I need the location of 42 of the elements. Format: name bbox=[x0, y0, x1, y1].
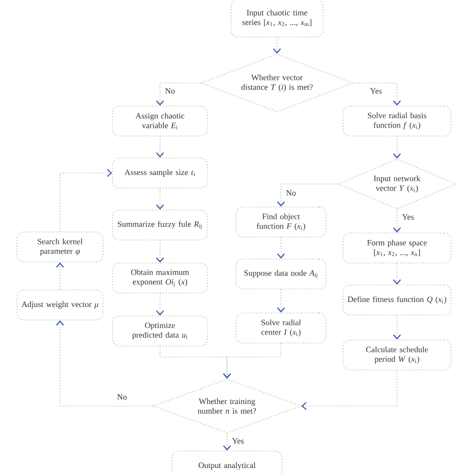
arrow bbox=[393, 315, 401, 340]
arrow bbox=[156, 240, 164, 263]
edge-label: Yes bbox=[369, 87, 383, 95]
process-box: Define fitness function Q (x$_{i}$) bbox=[342, 284, 452, 316]
process-box: Summarize fuzzy fule R$_{ij}$ bbox=[112, 210, 208, 240]
process-box: Output analytical bbox=[172, 450, 282, 474]
process-box: Form phase space [x$_{1}$, x$_{2}$, ..., x$_{n}$] bbox=[342, 232, 452, 264]
arrow bbox=[393, 209, 401, 233]
process-box: Suppose data node A$_{ij}$ bbox=[236, 258, 326, 290]
process-box: Find object function F (x$_{i}$) bbox=[236, 206, 326, 238]
arrow bbox=[156, 136, 164, 158]
process-box: Solve radial center I (x$_{i}$) bbox=[236, 312, 326, 344]
arrow bbox=[301, 370, 398, 410]
process-box: Calculate schedule period W (x$_{i}$) bbox=[342, 340, 452, 370]
arrow bbox=[393, 263, 401, 285]
edge-label: No bbox=[164, 87, 176, 95]
arrow bbox=[223, 433, 231, 451]
process-box: Adjust weight vector μ bbox=[16, 290, 104, 320]
edge-label: Yes bbox=[401, 213, 415, 221]
arrow bbox=[277, 184, 338, 207]
process-box: Search kernel parameter φ bbox=[16, 232, 104, 262]
edge-label: No bbox=[116, 393, 128, 401]
arrow bbox=[277, 289, 285, 313]
arrow bbox=[56, 320, 153, 406]
process-box: Optimize predicted data u$_{i}$ bbox=[112, 316, 208, 346]
arrow bbox=[56, 262, 64, 290]
arrow bbox=[273, 37, 281, 54]
edge-label: Yes bbox=[231, 437, 245, 445]
process-box: Assign chaotic variable E$_{i}$ bbox=[112, 106, 208, 136]
process-box: Assess sample size t$_{i}$ bbox=[112, 158, 208, 188]
arrow bbox=[393, 136, 401, 159]
arrow bbox=[353, 82, 401, 106]
arrow bbox=[156, 188, 164, 210]
edge-label: No bbox=[285, 189, 298, 197]
process-box: Obtain maximum exponent Oi$_{j}$ (x) bbox=[112, 262, 208, 294]
arrow bbox=[223, 343, 282, 379]
process-box: Solve radial basis function f (x$_{i}$) bbox=[342, 106, 452, 136]
arrow bbox=[156, 82, 201, 106]
arrow bbox=[60, 169, 112, 232]
process-box: Input chaotic time series [x$_{1}$, x$_{2}$, ..., x$_{m}$] bbox=[230, 0, 324, 38]
arrow bbox=[156, 293, 164, 316]
arrow bbox=[277, 237, 285, 259]
